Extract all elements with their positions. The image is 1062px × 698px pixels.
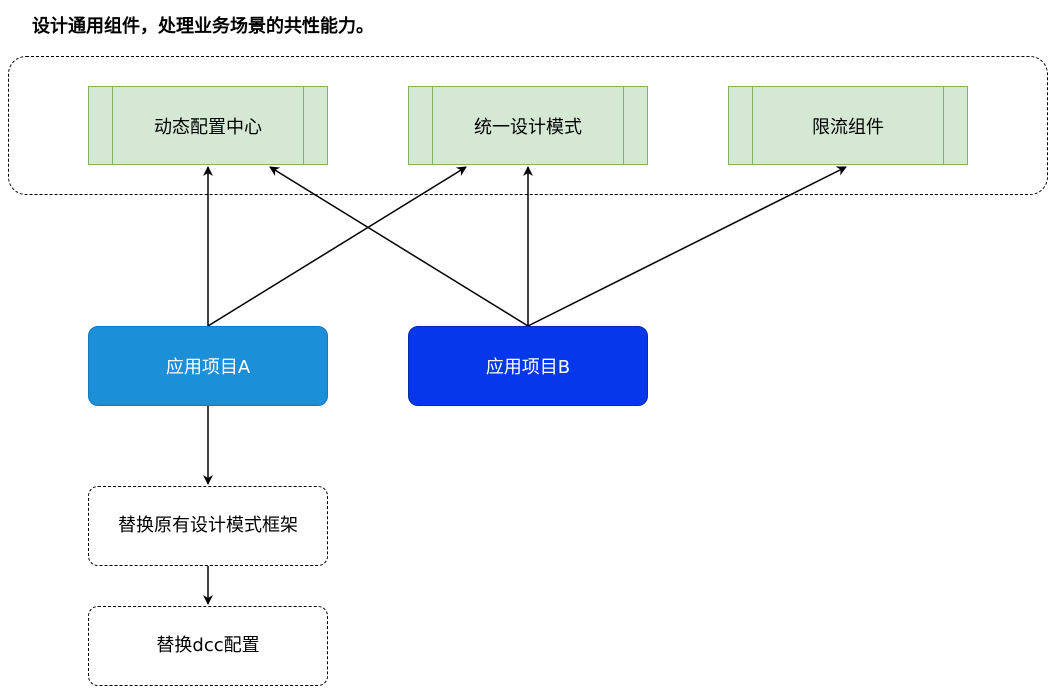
step-replace-design-pattern-framework[interactable]: 替换原有设计模式框架	[88, 486, 328, 566]
arrow-app-b-to-dcc	[269, 166, 529, 327]
module-right-bar	[623, 87, 624, 164]
step-replace-dcc-config[interactable]: 替换dcc配置	[88, 606, 328, 686]
module-rate-limiter[interactable]: 限流组件	[728, 86, 968, 165]
arrow-app-a-to-pattern	[207, 166, 467, 327]
step-label: 替换原有设计模式框架	[118, 514, 298, 536]
module-right-bar	[943, 87, 944, 164]
module-label: 统一设计模式	[474, 116, 582, 138]
module-left-bar	[432, 87, 433, 164]
arrow-app-b-to-limiter	[527, 166, 847, 327]
module-right-bar	[303, 87, 304, 164]
step-label: 替换dcc配置	[156, 634, 260, 656]
app-label: 应用项目A	[165, 357, 251, 378]
app-project-a[interactable]: 应用项目A	[88, 326, 328, 406]
app-label: 应用项目B	[485, 357, 571, 378]
module-left-bar	[752, 87, 753, 164]
app-project-b[interactable]: 应用项目B	[408, 326, 648, 406]
module-dynamic-config-center[interactable]: 动态配置中心	[88, 86, 328, 165]
module-label: 限流组件	[812, 116, 884, 138]
module-label: 动态配置中心	[154, 116, 262, 138]
module-left-bar	[112, 87, 113, 164]
diagram-title: 设计通用组件，处理业务场景的共性能力。	[32, 16, 374, 37]
module-unified-design-pattern[interactable]: 统一设计模式	[408, 86, 648, 165]
